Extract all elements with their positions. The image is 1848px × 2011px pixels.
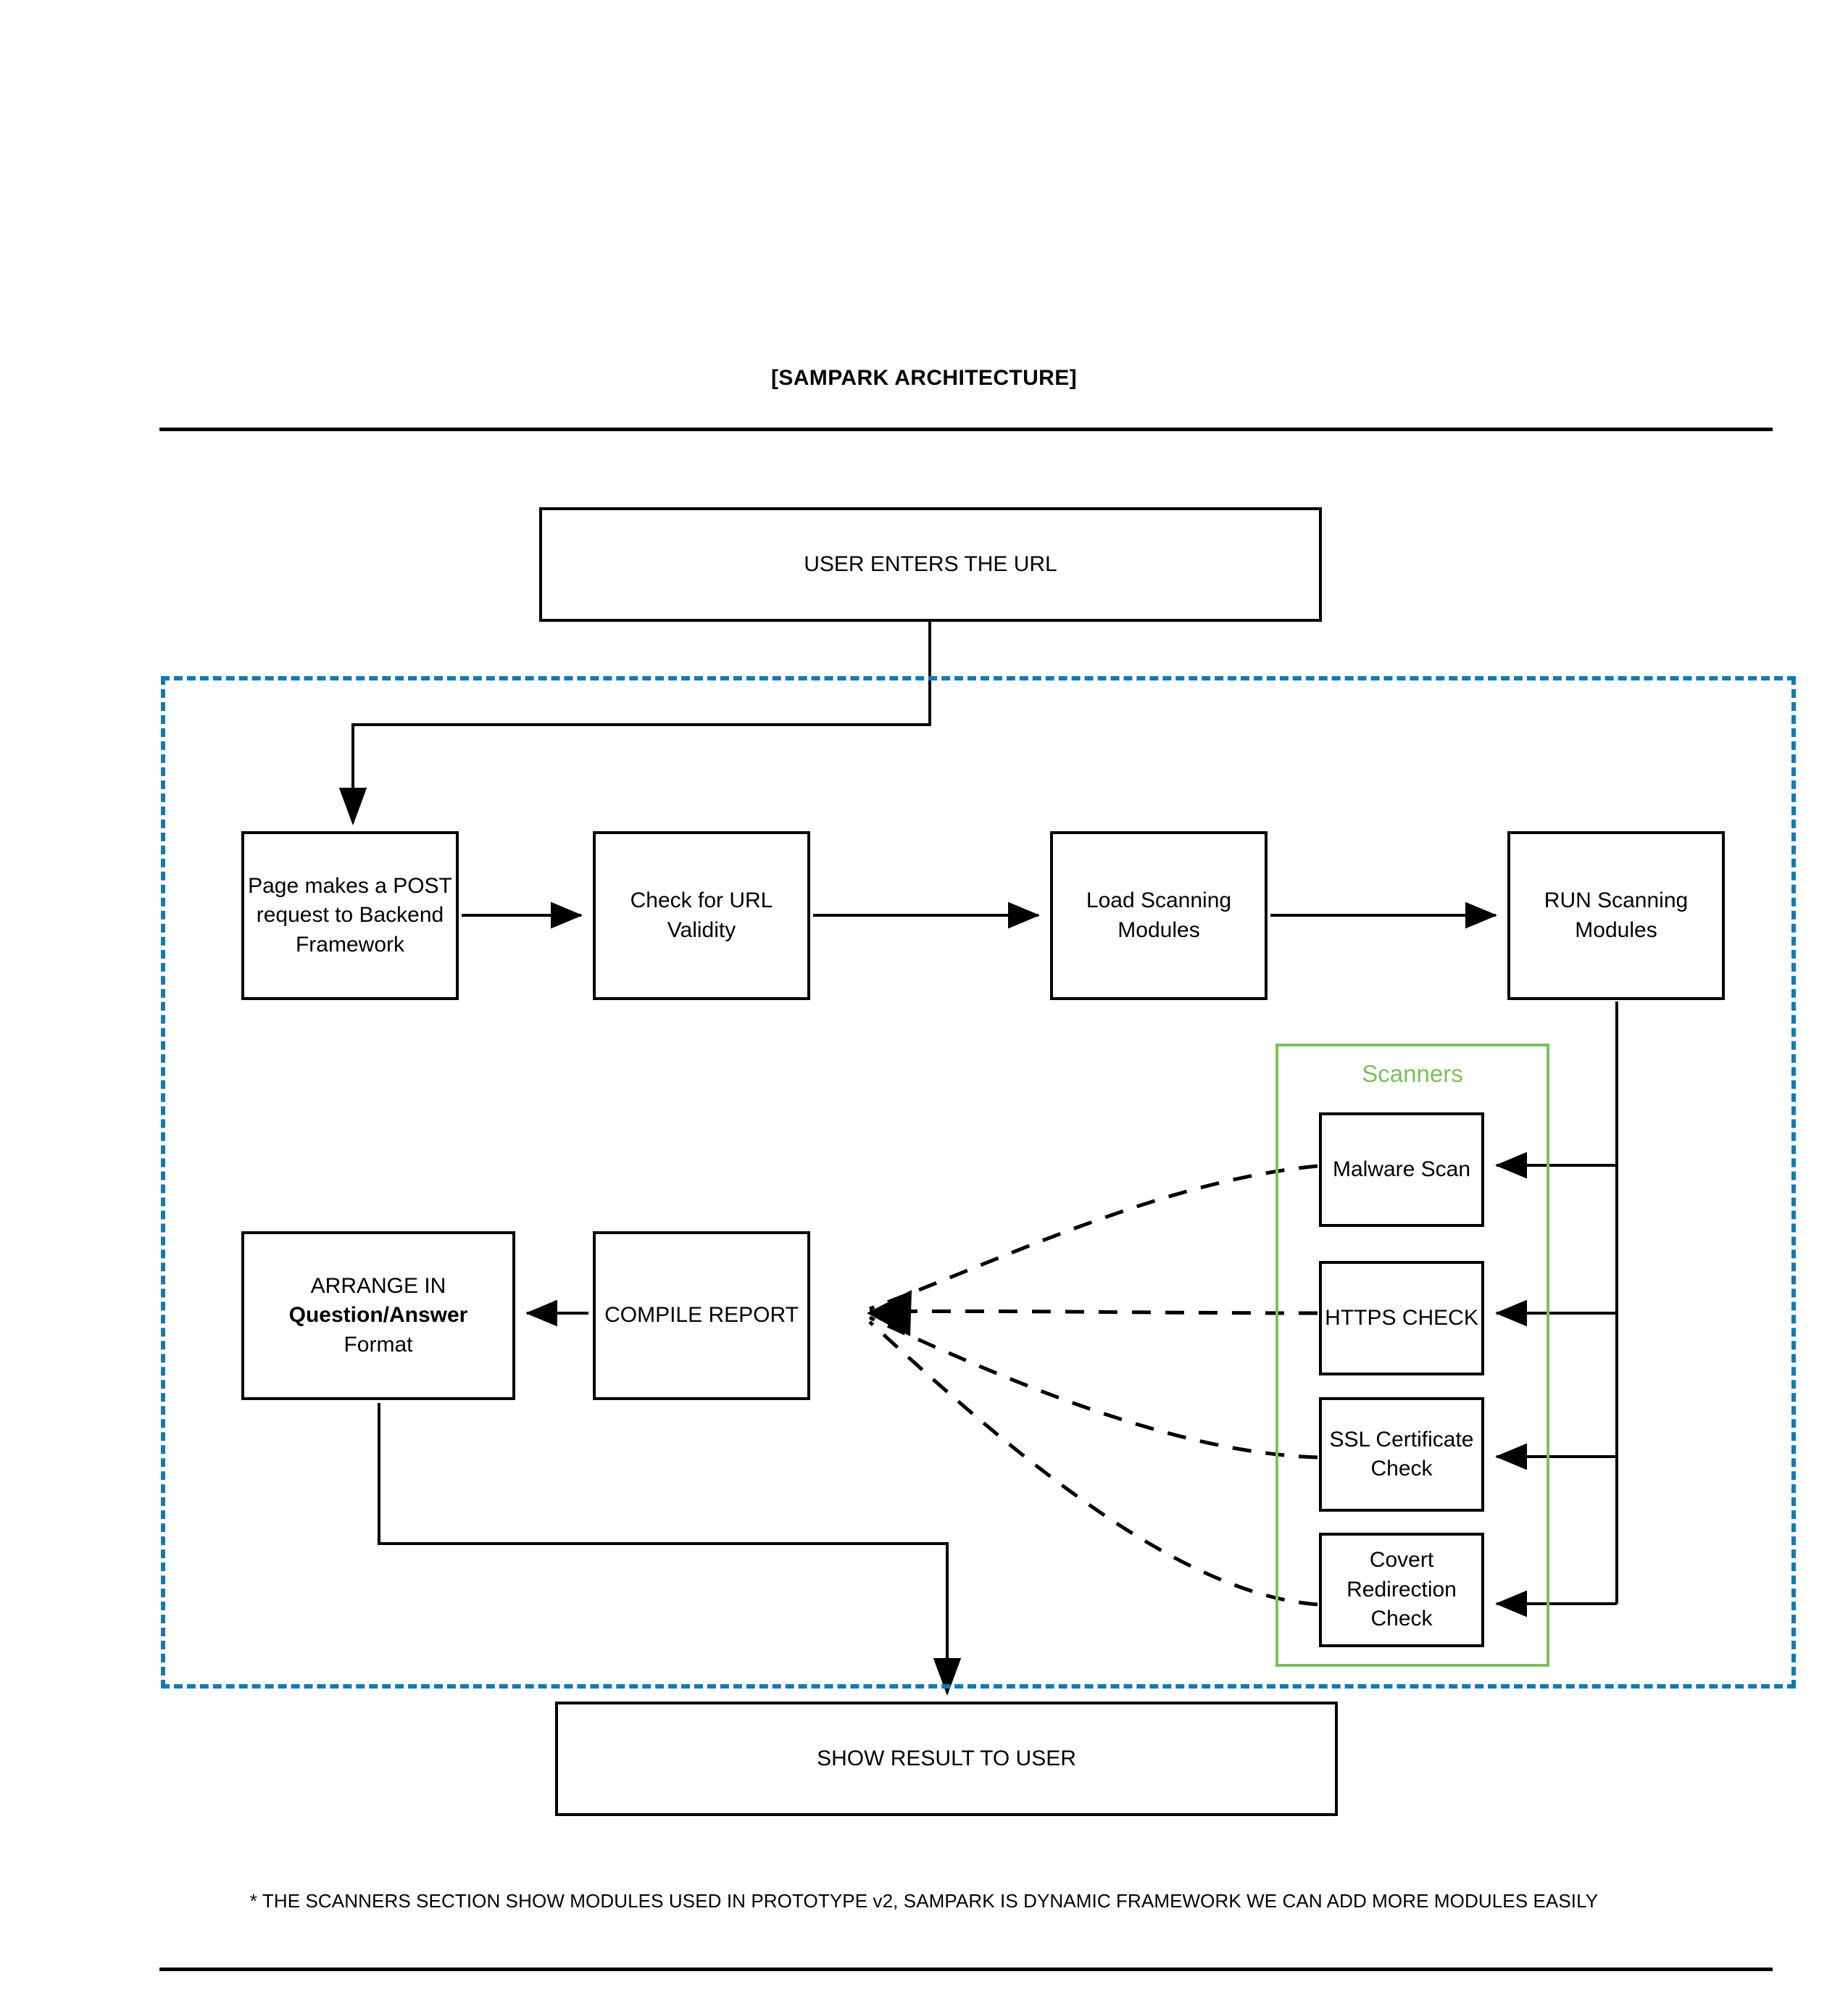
node-compile-report-label: COMPILE REPORT xyxy=(604,1303,799,1328)
edge-arrange-to-show-result xyxy=(378,1403,962,1696)
node-https-check-label: HTTPS CHECK xyxy=(1325,1305,1478,1330)
node-post-request-label: Page makes a POST request to Backend Fra… xyxy=(248,873,452,957)
node-show-result-to-user-label: SHOW RESULT TO USER xyxy=(817,1746,1076,1770)
node-load-scanning-modules-label: Load Scanning Modules xyxy=(1086,888,1232,942)
node-show-result-to-user[interactable]: SHOW RESULT TO USER xyxy=(555,1702,1338,1816)
node-post-request[interactable]: Page makes a POST request to Backend Fra… xyxy=(241,831,459,1000)
node-covert-redirection-check-label: Covert Redirection Check xyxy=(1347,1548,1457,1631)
edge-user-to-post xyxy=(338,622,931,825)
pipeline-boundary-group xyxy=(161,676,1796,1689)
node-run-scanning-modules[interactable]: RUN Scanning Modules xyxy=(1507,831,1725,1000)
node-check-url-validity[interactable]: Check for URL Validity xyxy=(593,831,810,1000)
footer-divider-bottom xyxy=(159,1968,1773,1971)
node-run-scanning-modules-label: RUN Scanning Modules xyxy=(1544,888,1689,942)
edge-ssl-to-compile xyxy=(868,1315,1318,1460)
title-divider-top xyxy=(159,428,1773,431)
scanners-group-box xyxy=(1275,1044,1549,1667)
node-user-enters-url[interactable]: USER ENTERS THE URL xyxy=(539,507,1322,622)
footer-note: * THE SCANNERS SECTION SHOW MODULES USED… xyxy=(249,1890,1599,1912)
node-malware-scan-label: Malware Scan xyxy=(1332,1157,1471,1181)
node-user-enters-url-label: USER ENTERS THE URL xyxy=(804,551,1057,576)
node-arrange-line1: ARRANGE IN xyxy=(310,1273,446,1298)
node-load-scanning-modules[interactable]: Load Scanning Modules xyxy=(1050,831,1268,1000)
node-arrange-line2: Question/Answer xyxy=(288,1303,468,1328)
page-title: [SAMPARK ARCHITECTURE] xyxy=(770,366,1078,390)
node-ssl-certificate-check[interactable]: SSL Certificate Check xyxy=(1319,1397,1484,1512)
scanners-group-label: Scanners xyxy=(1362,1060,1463,1087)
node-https-check[interactable]: HTTPS CHECK xyxy=(1319,1261,1484,1375)
node-ssl-certificate-check-label: SSL Certificate Check xyxy=(1329,1427,1474,1481)
arrowhead-into-compile xyxy=(867,1290,912,1336)
node-arrange-line3: Format xyxy=(344,1332,413,1357)
node-covert-redirection-check[interactable]: Covert Redirection Check xyxy=(1319,1533,1484,1647)
node-check-url-validity-label: Check for URL Validity xyxy=(630,888,773,942)
edge-malware-to-compile xyxy=(869,1164,1318,1311)
node-malware-scan[interactable]: Malware Scan xyxy=(1319,1112,1484,1227)
node-compile-report[interactable]: COMPILE REPORT xyxy=(593,1231,810,1400)
